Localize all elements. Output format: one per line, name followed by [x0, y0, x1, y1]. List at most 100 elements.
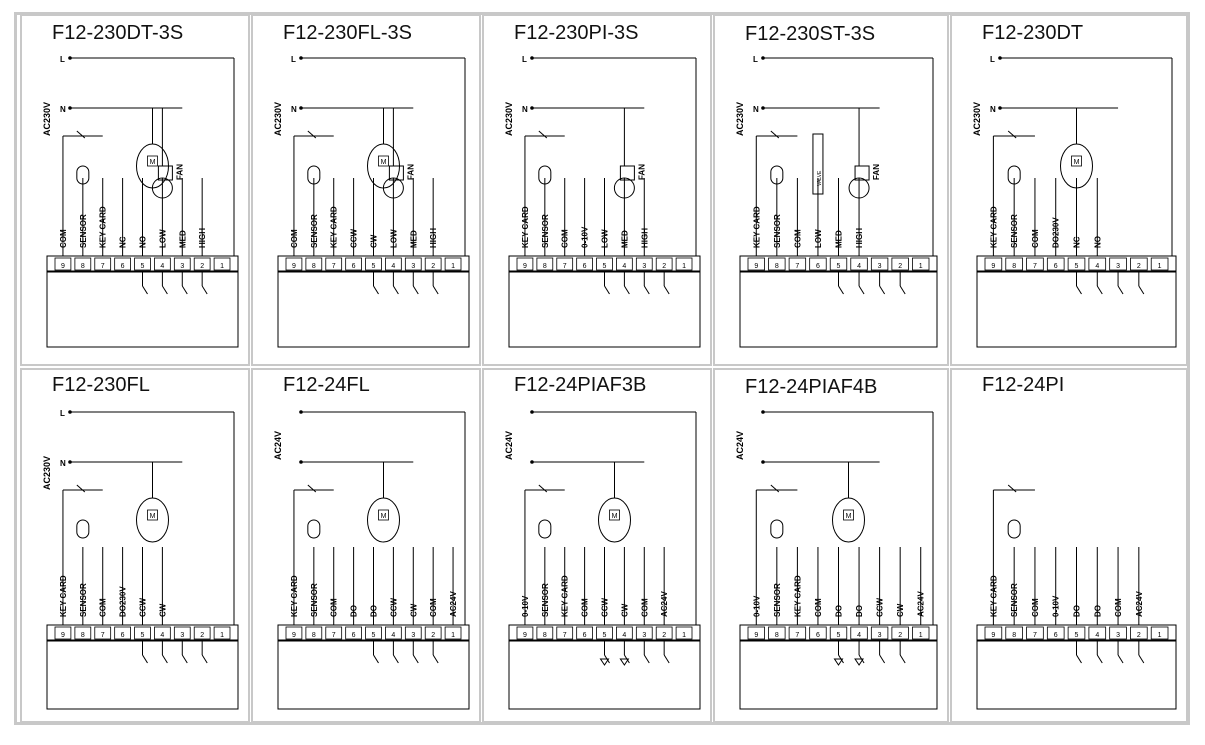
terminal: [891, 257, 909, 271]
supply-label: AC230V: [504, 102, 514, 136]
schematic: 987654321AC230VLNCOMSENSORKEY CARDCCWCWL…: [273, 55, 470, 348]
junction-dot: [530, 410, 534, 414]
relay-contact: [643, 654, 650, 664]
motor-label: M: [150, 513, 156, 520]
controller-housing: [508, 270, 701, 348]
terminal-number: 2: [662, 263, 666, 270]
terminal-number: 4: [622, 632, 626, 639]
key-card-switch: [538, 130, 548, 139]
terminal-number: 7: [332, 632, 336, 639]
relay-contact: [604, 285, 610, 295]
terminal-number: 5: [837, 632, 841, 639]
sensor-element: [76, 519, 90, 539]
terminal-number: 4: [1095, 632, 1099, 639]
supply-label: AC230V: [735, 102, 745, 136]
terminal-label: CW: [896, 603, 905, 617]
supply-label: AC230V: [42, 456, 52, 490]
terminal: [154, 626, 171, 640]
fan-circle: [613, 177, 635, 199]
wiring-panel-f12-230dt-3s: F12-230DT-3S987654321AC230VLNCOMSENSORKE…: [20, 14, 250, 366]
junction-dot: [530, 56, 534, 60]
terminal-number: 5: [603, 263, 607, 270]
motor-label: M: [1074, 159, 1080, 166]
terminal-number: 5: [603, 632, 607, 639]
terminal: [444, 626, 462, 640]
terminal: [635, 257, 653, 271]
relay-contact: [392, 285, 399, 295]
key-card-switch: [76, 130, 86, 139]
relay-contact: [623, 654, 630, 664]
terminal: [556, 257, 574, 271]
fan-circle: [382, 177, 404, 199]
supply-label: AC230V: [273, 102, 283, 136]
fan-label: FAN: [406, 164, 415, 180]
line-label: L: [522, 55, 527, 64]
neutral-label: N: [291, 105, 297, 114]
terminal: [1130, 626, 1148, 640]
terminal-number: 6: [816, 263, 820, 270]
relay-contact: [879, 654, 886, 664]
terminal: [596, 257, 613, 271]
terminal: [768, 257, 786, 271]
terminal: [385, 257, 402, 271]
terminal-number: 2: [898, 263, 902, 270]
model-title: F12-24PI: [982, 374, 1065, 396]
relay-contact: [858, 654, 865, 664]
terminal-number: 1: [220, 632, 224, 639]
diode: [854, 658, 864, 666]
motor-box: [378, 155, 389, 167]
terminal-label: KEY CARD: [989, 575, 998, 617]
terminal: [655, 626, 673, 640]
terminal: [134, 257, 151, 271]
terminal: [1067, 626, 1086, 640]
terminal-label: COM: [1031, 598, 1040, 617]
terminal: [134, 626, 151, 640]
wiring-panel-f12-24piaf3b: F12-24PIAF3B987654321AC24V0-10VSENSORKEY…: [482, 368, 712, 723]
relay-contact: [373, 654, 379, 664]
sensor-element: [307, 165, 321, 185]
terminal: [345, 626, 362, 640]
terminal-label: AC24V: [660, 591, 669, 617]
junction-dot: [761, 106, 765, 110]
terminal: [404, 626, 422, 640]
sensor-element: [538, 519, 552, 539]
relay-contact: [663, 654, 670, 664]
terminal-number: 3: [411, 632, 415, 639]
terminal: [74, 257, 92, 271]
controller-housing: [277, 639, 470, 710]
terminal-number: 1: [682, 263, 686, 270]
relay-contact: [392, 654, 399, 664]
terminal-label: AC24V: [1135, 591, 1144, 617]
terminal: [984, 257, 1003, 271]
relay-contact: [1117, 654, 1124, 664]
terminal-number: 6: [583, 263, 587, 270]
terminal: [1046, 626, 1065, 640]
supply-label: AC24V: [735, 431, 745, 460]
terminal-label: NO: [1093, 236, 1102, 248]
terminal-number: 5: [141, 263, 145, 270]
relay-contact: [201, 654, 208, 664]
terminal-number: 8: [312, 632, 316, 639]
terminal-number: 7: [101, 263, 105, 270]
key-card-switch: [307, 484, 317, 493]
wiring-panel-f12-24piaf4b: F12-24PIAF4B987654321AC24V0-10VSENSORKEY…: [713, 368, 949, 723]
terminal-number: 8: [312, 263, 316, 270]
terminal: [1150, 257, 1169, 271]
terminal-number: 9: [292, 632, 296, 639]
terminal: [173, 626, 191, 640]
terminal-number: 2: [200, 632, 204, 639]
relay-contact: [899, 285, 906, 295]
terminal: [1046, 257, 1065, 271]
motor-label: M: [846, 513, 852, 520]
sensor-element: [538, 165, 552, 185]
neutral-label: N: [990, 105, 996, 114]
terminal-number: 8: [1012, 263, 1016, 270]
controller-housing: [976, 639, 1177, 710]
terminal: [365, 257, 382, 271]
terminal: [424, 626, 442, 640]
terminal-number: 3: [180, 632, 184, 639]
terminal-label: MED: [620, 230, 629, 248]
